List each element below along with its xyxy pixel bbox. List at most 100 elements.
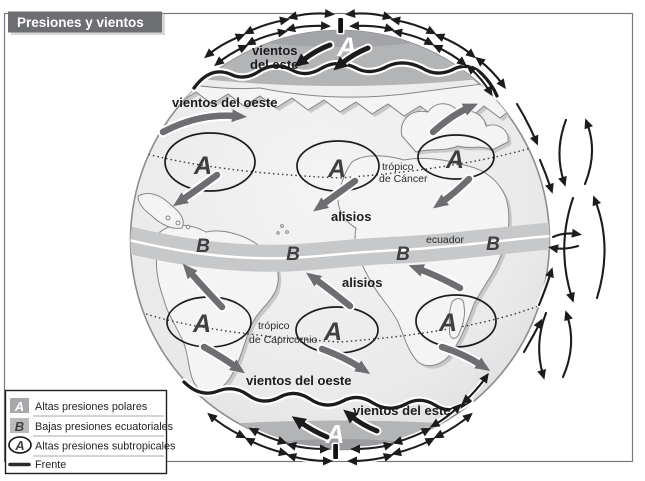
rim-arrow: [214, 44, 249, 67]
rim-arrow: [204, 33, 246, 59]
westerlies-south-arrow: [438, 343, 491, 371]
polar-high-icon-letter: A: [14, 399, 24, 414]
westerlies-south-label: vientos del oeste: [246, 373, 351, 388]
rim-arrow: [429, 403, 462, 428]
easterlies-south-arrow: [291, 416, 330, 440]
rim-arrow: [248, 427, 288, 445]
legend-label: Frente: [35, 459, 66, 471]
subtropical-high-letter: A: [192, 310, 211, 338]
trades-north-arrow: [433, 175, 473, 209]
legend-label: Bajas presiones ecuatoriales: [35, 421, 174, 433]
subtropical-high-letter: A: [445, 146, 464, 174]
rim-arrow: [537, 267, 554, 307]
title-bar: Presiones y vientos: [8, 11, 165, 35]
madagascar: [448, 298, 465, 339]
rim-arrow: [434, 33, 476, 59]
rim-arrow: [515, 102, 539, 146]
rim-arrow: [287, 9, 335, 20]
trades-south-arrow: [306, 272, 354, 310]
subtropical-high-letter: A: [323, 318, 342, 346]
rim-arrow: [286, 453, 333, 466]
rim-arrow: [285, 21, 331, 33]
equatorial-band: [130, 222, 550, 272]
tropic-capricorn-label-line2: de Capricornio: [249, 334, 317, 346]
cell-loop-arrow: [592, 195, 606, 300]
equatorial-low-icon: [10, 418, 29, 433]
rim-arrow: [347, 453, 394, 466]
caribbean-island: [185, 224, 191, 230]
caribbean-island: [175, 220, 181, 226]
subtropical-high-letter: A: [193, 152, 212, 180]
trades-north-arrow: [172, 171, 221, 207]
equator-label: ecuador: [426, 234, 464, 246]
rim-arrow: [392, 28, 435, 46]
north-pole-tick: [338, 18, 343, 33]
rim-arrow: [432, 44, 467, 67]
equatorial-low-letter: B: [286, 244, 300, 265]
rim-circulation-arrows: [204, 9, 554, 466]
trades-south-arrow: [182, 263, 226, 311]
trades-south-arrow: [408, 264, 464, 292]
circulation-cell-loops: [537, 118, 606, 380]
rim-arrow: [286, 441, 330, 454]
rim-arrow: [392, 427, 432, 445]
equatorial-low-letter: B: [486, 234, 500, 255]
atlantic-island: [280, 224, 284, 228]
pole-ticks: [331, 16, 345, 461]
south-pole-tick: [333, 444, 338, 459]
equator-line: [130, 234, 550, 260]
rim-arrow: [349, 21, 395, 33]
caribbean-island: [165, 215, 171, 221]
polar-high-icon: [10, 398, 29, 413]
legend-label: Altas presiones subtropicales: [35, 441, 176, 453]
cell-loop-arrow: [583, 118, 594, 186]
tropic-cancer-label-line2: de Cáncer: [379, 173, 428, 185]
front-line-north: [192, 61, 499, 98]
equatorial-low-icon-letter: B: [15, 419, 24, 434]
page-title: Presiones y vientos: [17, 15, 144, 30]
rim-arrow: [207, 412, 247, 439]
legend-item-front: Frente: [8, 459, 66, 471]
polar-high-letter-south: A: [325, 419, 345, 449]
cell-loop-arrow: [537, 311, 548, 380]
polar-easterly-arrows: [291, 40, 382, 442]
easterlies-south-label: vientos del este: [353, 403, 451, 418]
westerlies-south-arrow: [318, 345, 371, 374]
rim-arrow: [245, 28, 288, 46]
equatorial-low-letter: B: [396, 244, 410, 265]
cell-loop-arrow: [551, 228, 582, 239]
rim-arrow: [461, 372, 489, 405]
easterlies-north-arrow: [333, 45, 371, 71]
westerlies-north-arrow: [429, 103, 479, 136]
legend-item-polar-highs: A Altas presiones polares: [10, 398, 148, 414]
westerlies-north-label: vientos del oeste: [172, 95, 277, 110]
easterlies-north-label-line1: vientos: [252, 43, 298, 58]
subtropical-high-icon: [8, 436, 32, 454]
legend-item-equatorial-lows: B Bajas presiones ecuatoriales: [10, 418, 174, 434]
wind-arrows: [157, 102, 491, 374]
legend: A Altas presiones polares B Bajas presio…: [4, 389, 176, 475]
easterlies-north-label-line2: del este: [250, 57, 298, 72]
cell-loop-arrow: [558, 118, 568, 187]
tropic-of-capricorn-line: [145, 305, 539, 343]
trades-north-label: alisios: [331, 209, 371, 224]
rim-arrow: [466, 64, 493, 97]
cell-loop-arrow: [561, 310, 573, 379]
high-cell-ellipse: [164, 132, 256, 192]
westerlies-south-arrow: [200, 343, 245, 374]
tropic-capricorn-label-line1: trópico: [258, 320, 290, 332]
rim-arrow: [350, 441, 394, 454]
equatorial-low-letter: B: [196, 236, 210, 257]
easterlies-north-arrow: [294, 42, 333, 68]
cell-loop-arrow: [548, 244, 580, 254]
atlantic-island: [285, 230, 289, 234]
subtropical-high-icon-letter: A: [14, 438, 24, 453]
rim-arrow: [538, 158, 554, 194]
subtropical-high-letter: A: [327, 155, 346, 183]
tropic-of-cancer-line: [139, 143, 545, 179]
atlantic-island: [276, 231, 280, 235]
rim-arrow: [345, 9, 393, 20]
trades-south-label: alisios: [342, 275, 382, 290]
easterlies-south-arrow: [343, 409, 380, 434]
